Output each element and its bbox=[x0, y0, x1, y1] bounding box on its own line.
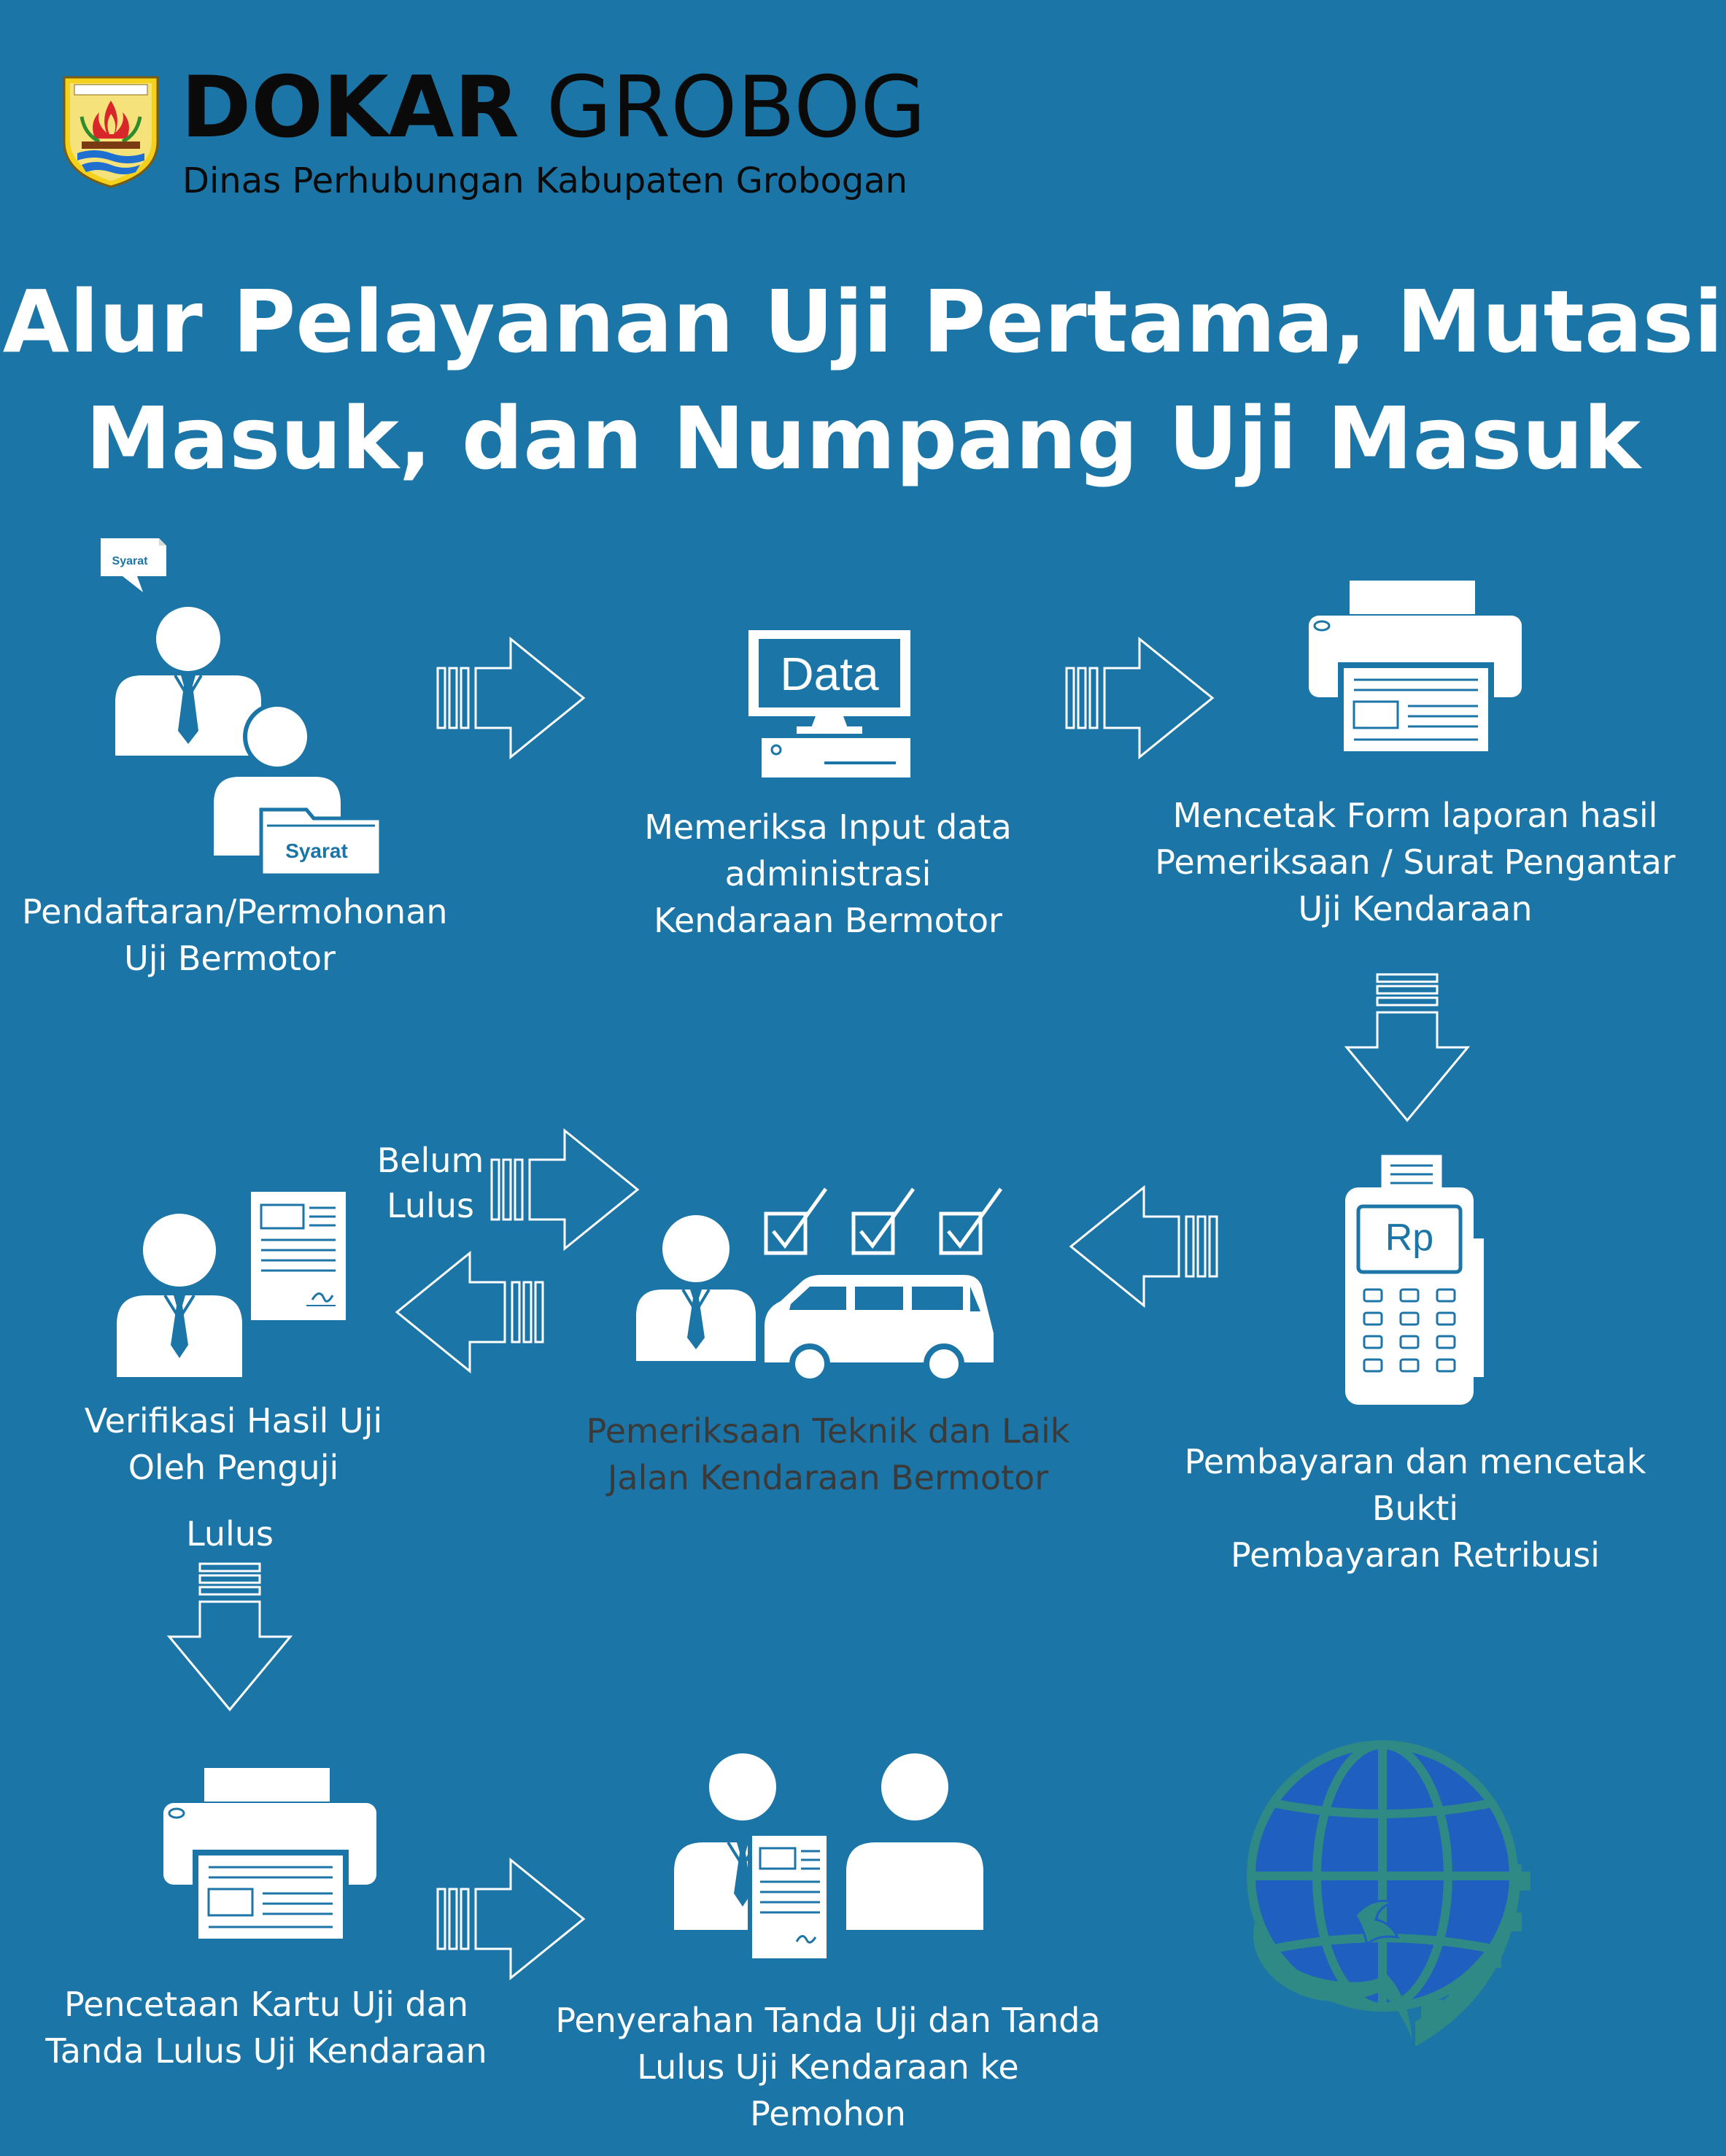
arrow-right-icon bbox=[1065, 636, 1215, 760]
inspection-officer-vehicle-icon bbox=[636, 1187, 1003, 1384]
terminal-screen-label: Rp bbox=[1385, 1217, 1433, 1259]
step-inspection-caption: Pemeriksaan Teknik dan Laik Jalan Kendar… bbox=[569, 1408, 1087, 1501]
caption-line: Pemeriksaan / Surat Pengantar bbox=[1155, 842, 1676, 882]
report-document-icon bbox=[251, 1192, 346, 1320]
certificate-document-icon bbox=[748, 1831, 831, 1963]
caption-line: Uji Kendaraan bbox=[1298, 889, 1533, 928]
grobogan-emblem-logo bbox=[63, 76, 159, 188]
bubble-doc-label: Syarat bbox=[112, 555, 149, 567]
van-icon bbox=[765, 1275, 994, 1384]
speech-document-icon: Syarat bbox=[101, 538, 166, 592]
folder-label: Syarat bbox=[285, 839, 348, 862]
caption-line: Mencetak Form laporan hasil bbox=[1172, 796, 1658, 835]
not-passed-line: Lulus bbox=[387, 1186, 474, 1225]
step-handover-caption: Penyerahan Tanda Uji dan Tanda Lulus Uji… bbox=[554, 1997, 1102, 2137]
handover-people-icon bbox=[674, 1753, 983, 1963]
caption-line: Kendaraan Bermotor bbox=[654, 901, 1002, 940]
brand-name-light: GROBOG bbox=[546, 58, 926, 157]
step-payment-caption: Pembayaran dan mencetak Bukti Pembayaran… bbox=[1138, 1438, 1692, 1578]
not-passed-label: Belum Lulus bbox=[350, 1138, 511, 1228]
page-title-line-2: Masuk, dan Numpang Uji Masuk bbox=[85, 388, 1641, 489]
arrow-right-icon bbox=[490, 1128, 640, 1252]
computer-data-icon: Data bbox=[748, 630, 910, 778]
registration-people-icon: Syarat Syarat bbox=[101, 538, 383, 877]
step-card-print-caption: Pencetaan Kartu Uji dan Tanda Lulus Uji … bbox=[29, 1981, 503, 2074]
caption-line: Uji Bermotor bbox=[124, 939, 336, 978]
brand-name-bold: DOKAR bbox=[181, 58, 519, 157]
caption-line: Penyerahan Tanda Uji dan Tanda bbox=[555, 2001, 1101, 2040]
caption-line: Tanda Lulus Uji Kendaraan bbox=[45, 2031, 487, 2071]
step-print-form-caption: Mencetak Form laporan hasil Pemeriksaan … bbox=[1153, 792, 1678, 932]
caption-line: Jalan Kendaraan Bermotor bbox=[607, 1458, 1049, 1497]
printer-icon bbox=[1309, 581, 1522, 757]
printer-icon bbox=[163, 1768, 376, 1944]
page-title-line-1: Alur Pelayanan Uji Pertama, Mutasi bbox=[2, 271, 1724, 372]
verification-officer-document-icon bbox=[117, 1192, 346, 1377]
brand-name: DOKAR GROBOG bbox=[181, 66, 926, 150]
not-passed-line: Belum bbox=[376, 1141, 484, 1180]
arrow-left-icon bbox=[1069, 1184, 1218, 1308]
caption-line: Pembayaran Retribusi bbox=[1231, 1535, 1600, 1575]
arrow-down-icon bbox=[1344, 973, 1471, 1122]
arrow-right-icon bbox=[436, 1857, 586, 1981]
caption-line: Pemeriksaan Teknik dan Laik bbox=[586, 1411, 1070, 1451]
caption-line: Memeriksa Input data administrasi bbox=[644, 807, 1012, 893]
arrow-down-icon bbox=[166, 1562, 293, 1712]
step-data-check-caption: Memeriksa Input data administrasi Kendar… bbox=[554, 804, 1102, 944]
caption-line: Pembayaran dan mencetak Bukti bbox=[1184, 1442, 1646, 1528]
caption-line: Pendaftaran/Permohonan bbox=[22, 892, 448, 931]
arrow-left-icon bbox=[395, 1250, 544, 1374]
caption-line: Pencetaan Kartu Uji dan bbox=[64, 1985, 468, 2024]
arrow-right-icon bbox=[436, 636, 586, 760]
passed-label: Lulus bbox=[186, 1514, 274, 1554]
agency-subtitle: Dinas Perhubungan Kabupaten Grobogan bbox=[182, 160, 908, 201]
payment-terminal-icon: Rp bbox=[1345, 1152, 1484, 1405]
transport-ministry-globe-logo bbox=[1247, 1740, 1530, 2047]
step-registration-caption: Pendaftaran/Permohonan Uji Bermotor bbox=[22, 888, 448, 982]
step-verification-caption: Verifikasi Hasil Uji Oleh Penguji bbox=[44, 1397, 423, 1491]
requirements-folder-icon: Syarat bbox=[259, 807, 383, 877]
caption-line: Oleh Penguji bbox=[128, 1448, 339, 1487]
caption-line: Verifikasi Hasil Uji bbox=[84, 1401, 383, 1440]
caption-line: Lulus Uji Kendaraan ke Pemohon bbox=[637, 2047, 1019, 2133]
screen-label: Data bbox=[780, 648, 879, 700]
checklist-icon bbox=[764, 1187, 1003, 1255]
